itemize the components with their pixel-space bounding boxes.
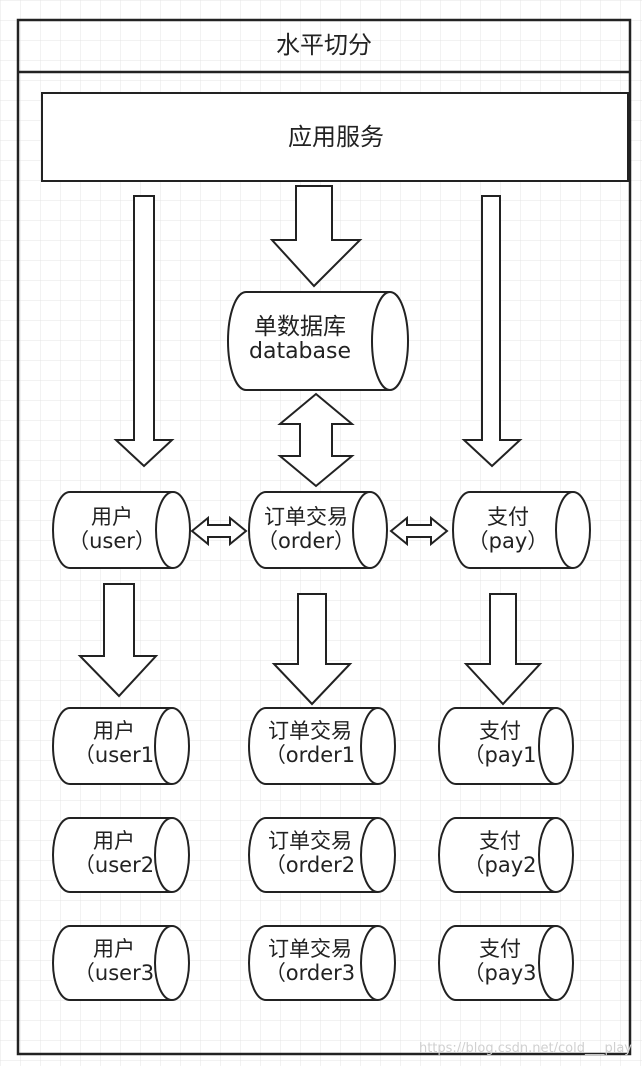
- pay-shard-3-cylinder-face: [538, 925, 557, 1001]
- arrow-user-to-shards: [77, 583, 159, 698]
- user-shard-1-cylinder-face: [154, 707, 173, 785]
- order-shard-1-label: 订单交易: [268, 719, 352, 743]
- order-shard-1-sublabel: （order1: [265, 743, 355, 767]
- user-shard-3-cylinder-face: [154, 925, 173, 1001]
- user-db-cylinder-face: [155, 491, 174, 569]
- user-shard-3-sublabel: （user3: [74, 961, 154, 985]
- order-shard-2-sublabel: （order2: [265, 853, 355, 877]
- user-shard-2-label: 用户: [93, 829, 135, 853]
- pay-shard-3-label: 支付: [479, 937, 521, 961]
- single-database-label: 单数据库: [254, 314, 346, 340]
- database-order-bidirectional-arrow: [277, 392, 355, 488]
- order-db-cylinder-face: [352, 491, 371, 569]
- user-shard-2-sublabel: （user2: [74, 853, 154, 877]
- user-shard-3-label: 用户: [93, 937, 135, 961]
- outer-frame: [16, 18, 632, 1056]
- app-service-label: 应用服务: [288, 123, 384, 151]
- pay-shard-1-cylinder-face: [538, 707, 557, 785]
- order-shard-3-cylinder-face: [360, 925, 379, 1001]
- user-shard-1-sublabel: （user1: [74, 743, 154, 767]
- order-shard-3-label: 订单交易: [268, 937, 352, 961]
- pay-shard-1-label: 支付: [479, 719, 521, 743]
- order-shard-2-label: 订单交易: [268, 829, 352, 853]
- arrow-order-to-shards: [271, 593, 353, 706]
- pay-shard-2-sublabel: （pay2: [464, 853, 537, 877]
- order-shard-3-sublabel: （order3: [265, 961, 355, 985]
- pay-shard-2-label: 支付: [479, 829, 521, 853]
- pay-db-cylinder-face: [555, 491, 574, 569]
- diagram-title: 水平切分: [276, 31, 372, 59]
- user-shard-2-cylinder-face: [154, 817, 173, 893]
- pay-db-label: 支付: [487, 505, 529, 529]
- user-db-sublabel: （user）: [68, 529, 156, 553]
- user-order-bidirectional-arrow: [190, 515, 248, 547]
- order-shard-1-cylinder-face: [360, 707, 379, 785]
- single-database-cylinder-face: [371, 291, 391, 391]
- user-db-label: 用户: [91, 505, 133, 529]
- order-pay-bidirectional-arrow: [389, 515, 449, 547]
- watermark: https://blog.csdn.net/cold___play: [419, 1041, 632, 1056]
- pay-shard-2-cylinder-face: [538, 817, 557, 893]
- arrow-pay-to-shards: [463, 593, 543, 706]
- order-db-sublabel: （order）: [257, 529, 355, 553]
- arrow-service-to-user: [113, 195, 175, 468]
- arrow-service-to-pay: [461, 195, 523, 468]
- single-database-sublabel: database: [249, 339, 351, 364]
- order-db-label: 订单交易: [264, 505, 348, 529]
- app-service-box: [41, 92, 629, 182]
- pay-shard-3-sublabel: （pay3: [464, 961, 537, 985]
- pay-shard-1-sublabel: （pay1: [464, 743, 537, 767]
- order-shard-2-cylinder-face: [360, 817, 379, 893]
- user-shard-1-label: 用户: [93, 719, 135, 743]
- shard-databases: 用户（user1用户（user2用户（user3订单交易（order1订单交易（…: [52, 707, 574, 1001]
- pay-db-sublabel: （pay）: [468, 529, 549, 553]
- arrow-service-to-database: [269, 185, 363, 288]
